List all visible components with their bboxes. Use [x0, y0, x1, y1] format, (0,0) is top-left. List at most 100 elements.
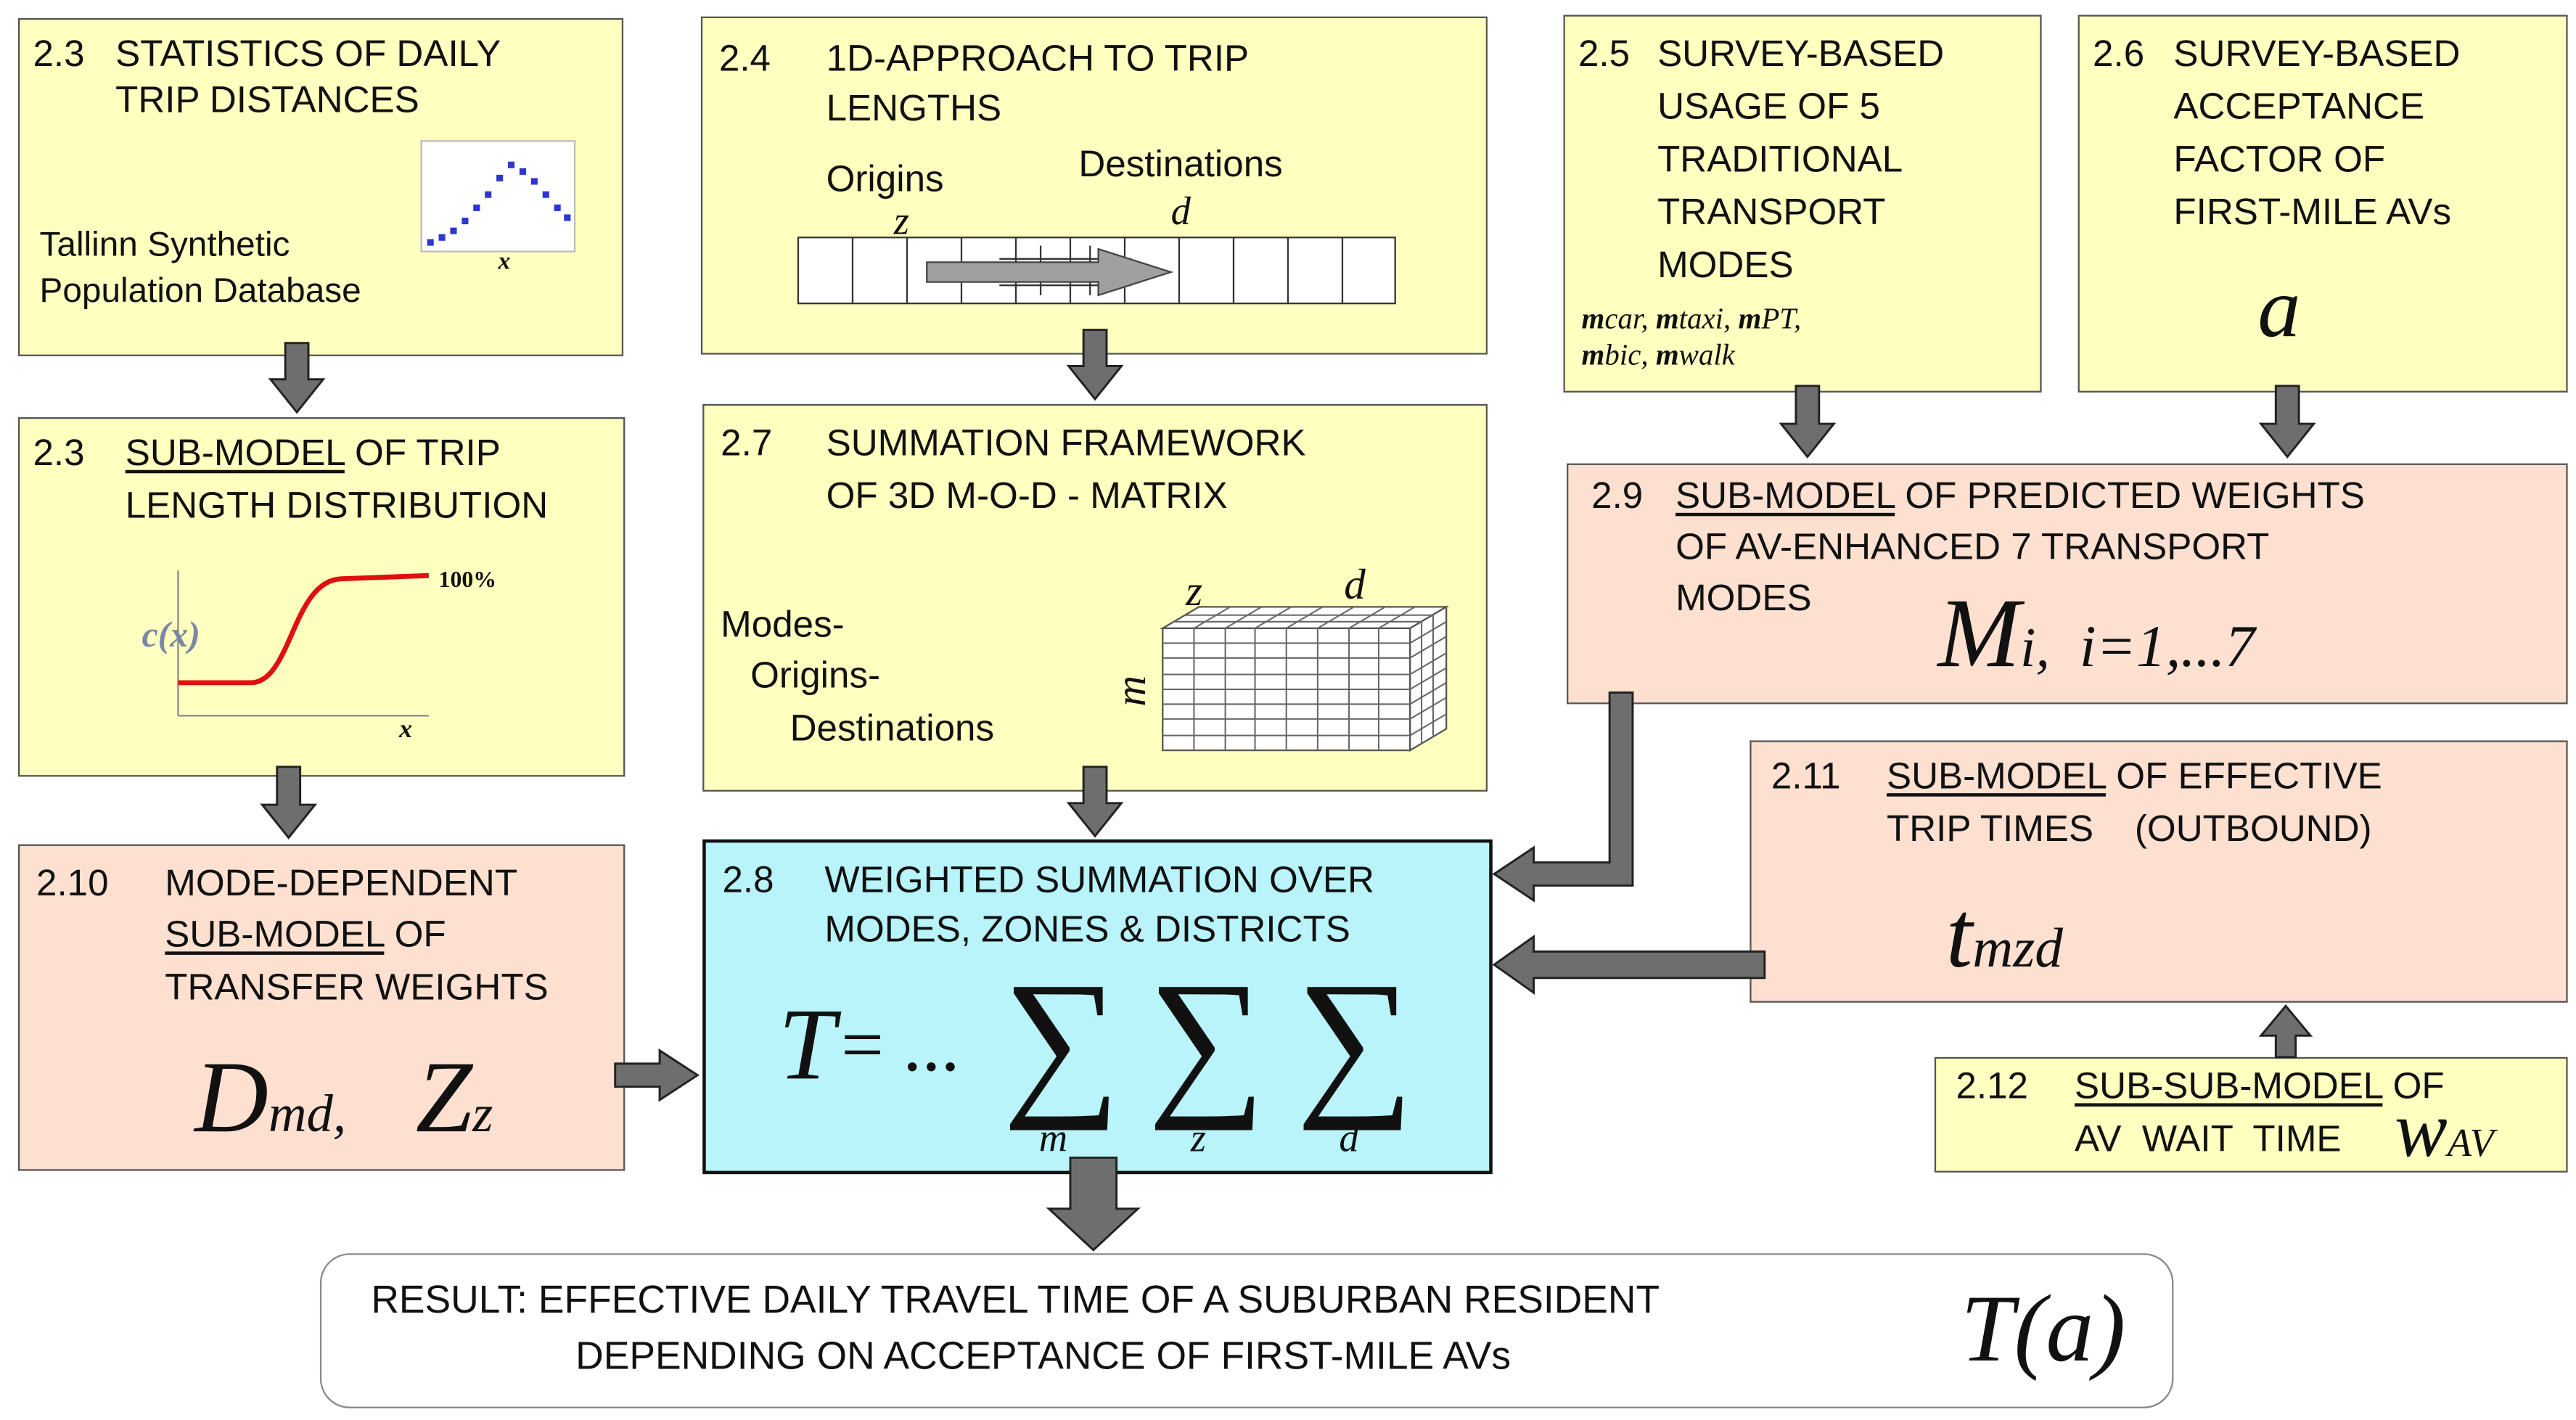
- box-title-line2: MODES, ZONES & DISTRICTS: [824, 908, 1350, 951]
- arrow-2-5-to-2-9: [1779, 385, 1837, 459]
- box-title-line1: SURVEY-BASED: [1657, 33, 1945, 75]
- destinations-label: Destinations: [789, 707, 995, 749]
- box-title-line2: OF AV-ENHANCED 7 TRANSPORT: [1675, 525, 2270, 567]
- formula-range: i=1,...7: [2079, 613, 2255, 680]
- box-number: 2.11: [1771, 755, 1841, 797]
- origins-label: Origins: [826, 158, 944, 200]
- origin-destination-strip: [797, 237, 1396, 305]
- cdf-curve: [178, 572, 430, 686]
- box-title-line5: MODES: [1657, 244, 1794, 286]
- sum-symbol-m: ∑: [1002, 948, 1120, 1132]
- box-title-line1: 1D-APPROACH TO TRIP: [826, 38, 1250, 80]
- box-number: 2.7: [721, 422, 773, 464]
- box-2-3-statistics: 2.3 STATISTICS OF DAILY TRIP DISTANCES T…: [17, 17, 624, 356]
- formula-equals: = ...: [841, 1002, 960, 1087]
- box-number: 2.4: [718, 38, 771, 80]
- database-label-line2: Population Database: [39, 271, 361, 311]
- sub-model-underlined: SUB-MODEL: [1675, 475, 1895, 517]
- sum-index-z: z: [1190, 1117, 1207, 1161]
- sum-symbol-z: ∑: [1147, 948, 1266, 1132]
- box-number: 2.6: [2093, 33, 2145, 75]
- box-title-line2: SUB-MODEL OF: [165, 914, 446, 955]
- box-2-6-acceptance: 2.6 SURVEY-BASED ACCEPTANCE FACTOR OF FI…: [2077, 15, 2568, 393]
- box-title-line2: ACCEPTANCE: [2173, 86, 2425, 127]
- formula-a: a: [2257, 262, 2301, 356]
- box-title-line3: TRANSFER WEIGHTS: [165, 966, 549, 1008]
- box-2-5-usage: 2.5 SURVEY-BASED USAGE OF 5 TRADITIONAL …: [1563, 15, 2042, 393]
- modes-label: Modes-: [721, 603, 845, 645]
- box-title-line1: SUMMATION FRAMEWORK: [826, 422, 1306, 464]
- arrow-2-9-to-2-8: [1492, 691, 1634, 903]
- box-title-line2: AV WAIT TIME: [2075, 1117, 2342, 1160]
- box-title-line2: USAGE OF 5: [1657, 86, 1880, 127]
- box-number: 2.3: [33, 33, 85, 75]
- box-title-line4: TRANSPORT: [1657, 191, 1886, 233]
- cdf-max-label: 100%: [438, 569, 497, 594]
- sum-index-m: m: [1038, 1117, 1068, 1161]
- box-title-line1: SUB-MODEL OF TRIP: [125, 432, 501, 474]
- formula-M: Mi,: [1937, 578, 2050, 688]
- box-number: 2.3: [33, 432, 85, 474]
- box-title-line1: SUB-MODEL OF EFFECTIVE: [1886, 755, 2382, 797]
- box-2-9-predicted-weights: 2.9 SUB-MODEL OF PREDICTED WEIGHTS OF AV…: [1567, 463, 2568, 705]
- result-formula: T(a): [1961, 1274, 2126, 1382]
- box-title-line1: WEIGHTED SUMMATION OVER: [824, 859, 1374, 900]
- result-line2: DEPENDING ON ACCEPTANCE OF FIRST-MILE AV…: [575, 1334, 1511, 1377]
- cube-d-label: d: [1344, 560, 1366, 609]
- formula-T: T: [778, 989, 836, 1102]
- formula-D: Dmd,: [194, 1042, 347, 1154]
- mode-variables-line1: mcar, mtaxi, mPT,: [1581, 301, 1802, 335]
- box-2-3-sub-model: 2.3 SUB-MODEL OF TRIP LENGTH DISTRIBUTIO…: [17, 416, 625, 777]
- mod-matrix-cube: [1160, 605, 1450, 752]
- arrow-2-10-to-2-8: [614, 1048, 700, 1102]
- box-title-line2: OF 3D M-O-D - MATRIX: [826, 475, 1228, 517]
- database-label-line1: Tallinn Synthetic: [39, 226, 290, 264]
- box-title-line1: STATISTICS OF DAILY: [115, 33, 501, 75]
- cube-z-label: z: [1186, 567, 1203, 615]
- box-title-line1: SUB-MODEL OF PREDICTED WEIGHTS: [1675, 475, 2365, 517]
- box-2-12-wait-time: 2.12 SUB-SUB-MODEL OF AV WAIT TIME wAV: [1934, 1056, 2568, 1175]
- sub-sub-model-underlined: SUB-SUB-MODEL: [2075, 1065, 2383, 1107]
- box-title-line2: LENGTHS: [826, 87, 1002, 129]
- arrow-2-3-to-2-10: [260, 766, 318, 840]
- box-title-line3: TRADITIONAL: [1657, 138, 1903, 180]
- origins-label: Origins-: [750, 654, 881, 697]
- arrow-2-12-to-2-11: [2258, 1004, 2313, 1059]
- box-title-line2: LENGTH DISTRIBUTION: [125, 485, 549, 526]
- arrow-2-11-to-2-8: [1492, 935, 1766, 996]
- cdf-x-label: x: [398, 715, 413, 744]
- box-title-line2: TRIP DISTANCES: [115, 79, 419, 120]
- arrow-2-3-to-2-3: [268, 342, 326, 414]
- box-title-line1: MODE-DEPENDENT: [165, 862, 518, 904]
- sub-model-underlined: SUB-MODEL: [1886, 755, 2107, 797]
- d-label: d: [1170, 191, 1191, 234]
- box-2-4-1d-approach: 2.4 1D-APPROACH TO TRIP LENGTHS Origins …: [700, 16, 1488, 355]
- result-box: RESULT: EFFECTIVE DAILY TRAVEL TIME OF A…: [319, 1253, 2174, 1408]
- box-2-7-summation-framework: 2.7 SUMMATION FRAMEWORK OF 3D M-O-D - MA…: [702, 403, 1488, 792]
- result-line1: RESULT: EFFECTIVE DAILY TRAVEL TIME OF A…: [371, 1278, 1660, 1321]
- box-title-line4: FIRST-MILE AVs: [2173, 191, 2452, 233]
- formula-t: tmzd: [1945, 880, 2063, 988]
- histogram-points: [427, 161, 571, 246]
- destinations-label: Destinations: [1078, 143, 1283, 185]
- box-number: 2.12: [1956, 1065, 2028, 1107]
- box-number: 2.8: [722, 859, 774, 900]
- box-number: 2.10: [36, 862, 109, 904]
- box-number: 2.5: [1578, 33, 1630, 75]
- sum-index-d: d: [1339, 1117, 1359, 1161]
- z-label: z: [893, 201, 910, 245]
- direction-arrow: [926, 247, 1174, 297]
- mode-variables-line2: mbic, mwalk: [1581, 337, 1735, 372]
- box-title-line2: TRIP TIMES (OUTBOUND): [1886, 808, 2372, 850]
- cdf-chart: [177, 570, 430, 717]
- sub-model-underlined: SUB-MODEL: [165, 914, 385, 955]
- sub-model-underlined: SUB-MODEL: [125, 432, 345, 474]
- formula-w: wAV: [2394, 1086, 2494, 1175]
- box-2-11-trip-times: 2.11 SUB-MODEL OF EFFECTIVE TRIP TIMES (…: [1750, 740, 2568, 1003]
- arrow-2-8-to-result: [1046, 1156, 1141, 1252]
- box-title-line1: SUB-SUB-MODEL OF: [2075, 1065, 2445, 1107]
- arrow-2-7-to-2-8: [1066, 766, 1124, 838]
- cdf-y-label: c(x): [141, 613, 200, 655]
